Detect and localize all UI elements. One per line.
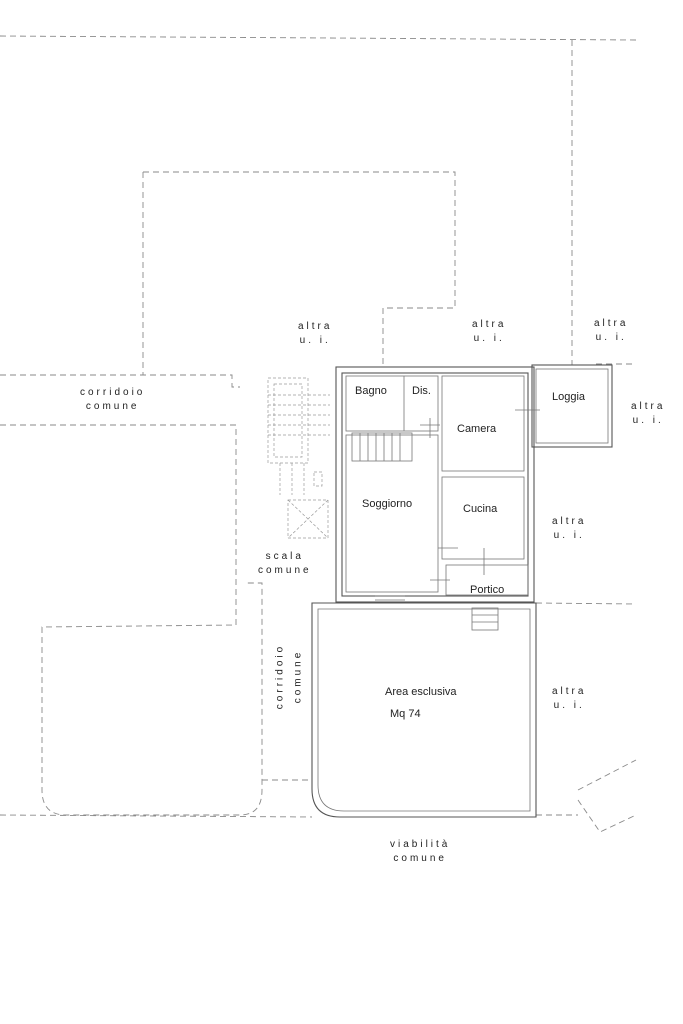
room-bagno: Bagno (355, 385, 387, 397)
common-staircase (267, 377, 330, 539)
corridoio-comune-vertical-2: comune (292, 649, 304, 704)
corridoio-comune-vertical-1: corridoio (274, 643, 286, 710)
area-esclusiva-label: Area esclusiva (385, 686, 457, 698)
apartment-walls (335, 364, 613, 603)
exclusive-area-outline (311, 602, 537, 818)
internal-stairs (351, 432, 413, 462)
room-soggiorno: Soggiorno (362, 498, 413, 510)
room-camera: Camera (457, 423, 497, 435)
room-dis: Dis. (412, 385, 431, 397)
room-loggia: Loggia (552, 391, 586, 403)
property-boundaries (0, 35, 637, 833)
room-cucina: Cucina (463, 503, 498, 515)
area-size-label: Mq 74 (390, 708, 421, 720)
room-portico: Portico (470, 584, 505, 596)
